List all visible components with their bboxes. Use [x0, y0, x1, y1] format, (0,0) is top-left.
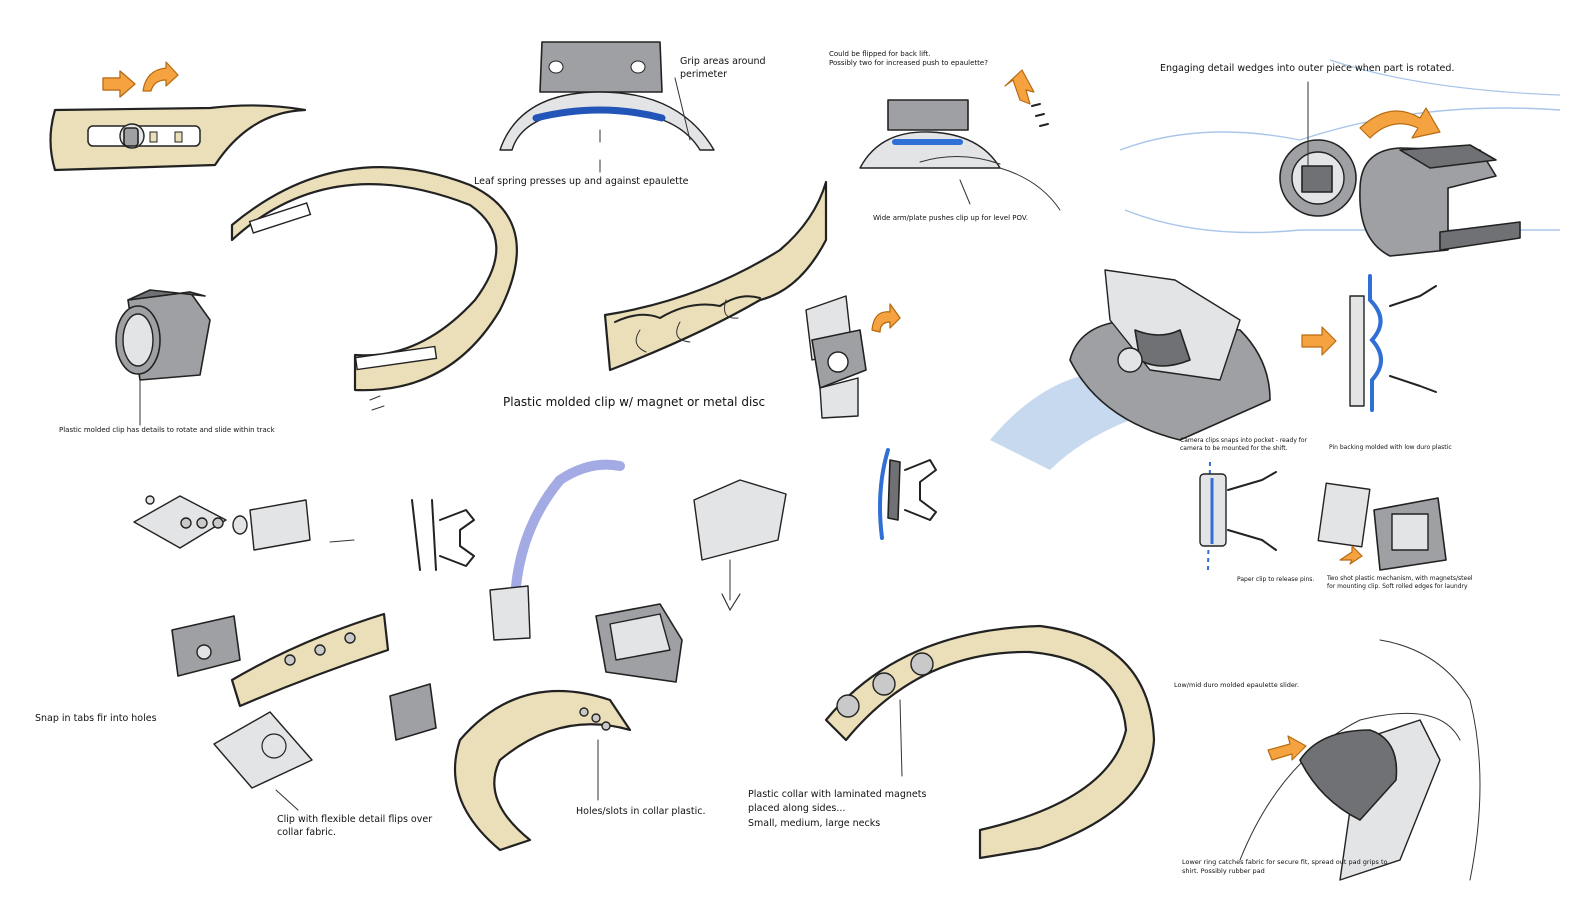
blue-strap-clip-sketch [489, 459, 625, 641]
grip-areas-label: Grip areas around perimeter [680, 56, 766, 80]
wave-clip-part [1301, 274, 1437, 412]
snap-tab-part [171, 612, 390, 708]
pin-backing-label: Pin backing molded with low duro plastic [1329, 444, 1452, 451]
slide-track-sketch [49, 61, 307, 172]
low-mid-duro-label: Low/mid duro molded epaulette slider. [1174, 681, 1300, 689]
leaf-spring-label: Leaf spring presses up and against epaul… [474, 176, 689, 187]
camera-clip-part [1199, 461, 1277, 571]
magnet-clip-part [805, 295, 901, 419]
curved-arrow-icon [871, 303, 901, 333]
engaging-detail-label: Engaging detail wedges into outer piece … [1160, 63, 1455, 74]
two-shot-label: Two shot plastic mechanism, with magnets… [1327, 575, 1473, 591]
holes-slots-label: Holes/slots in collar plastic. [576, 806, 706, 817]
epaulette-slider-sketch [990, 269, 1271, 470]
hinge-plate-parts [133, 495, 355, 551]
clip-bracket-part [693, 479, 787, 612]
flexible-flip-clip-part [213, 711, 313, 811]
mini-clip-sketch [389, 683, 437, 741]
leaf-spring-clip-sketch [499, 41, 715, 173]
snap-tabs-label: Snap in tabs fir into holes [35, 713, 157, 724]
laminated-magnet-collar-sketch [824, 624, 1156, 860]
blue-paper-clip-part [878, 448, 937, 540]
collar-magnets-label: Plastic collar with laminated magnets pl… [748, 789, 927, 829]
rotating-clip-part [115, 289, 211, 426]
flip-clip-sketch [859, 69, 1061, 211]
magnet-collar-sketch [603, 180, 828, 372]
holes-collar-sketch [453, 689, 632, 852]
track-collar-sketch [230, 166, 518, 411]
lower-ring-label: Lower ring catches fabric for secure fit… [1182, 858, 1388, 875]
flexible-clip-label: Clip with flexible detail flips over col… [277, 814, 433, 838]
flipped-label: Could be flipped for back lift. Possibly… [829, 50, 988, 68]
orange-arrow-icon [102, 70, 136, 98]
rotating-mount-sketch [1119, 59, 1561, 257]
pin-backing-part [1317, 482, 1447, 571]
rail-clip-part [595, 603, 683, 683]
down-arrow-icon [721, 593, 741, 612]
camera-clip-label: Camera clips snaps into pocket - ready f… [1180, 437, 1308, 453]
side-clip-sketch [411, 499, 475, 571]
wide-arm-label: Wide arm/plate pushes clip up for level … [873, 214, 1028, 222]
plastic-molded-magnet-label: Plastic molded clip w/ magnet or metal d… [503, 395, 766, 409]
shirt-epaulette-sketch [1239, 639, 1481, 881]
paper-clip-label: Paper clip to release pins. [1237, 576, 1315, 583]
plastic-molded-rotate-label: Plastic molded clip has details to rotat… [59, 426, 275, 434]
